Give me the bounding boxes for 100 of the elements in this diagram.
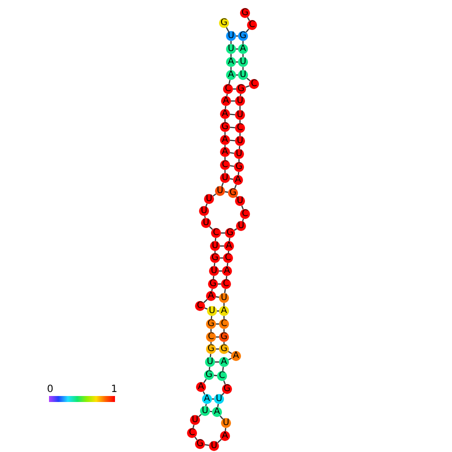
nucleotide-circle: U xyxy=(207,306,217,316)
nucleotide-circle: G xyxy=(225,228,235,238)
nucleotide-circle: U xyxy=(236,221,246,231)
nucleotide-circle: A xyxy=(220,431,230,441)
backbone-line xyxy=(222,392,224,396)
nucleotide-circle: U xyxy=(200,406,210,416)
nucleotide-circle: A xyxy=(212,407,222,417)
nucleotide-circle: C xyxy=(220,160,230,170)
nucleotide-circle: C xyxy=(195,301,205,311)
nucleotide-circle: A xyxy=(224,241,234,251)
nucleotide-circle: G xyxy=(204,370,214,380)
nucleotide-circle: U xyxy=(209,266,219,276)
nucleotide-circle: A xyxy=(202,394,212,404)
nucleotide-circle: G xyxy=(236,84,246,94)
nucleotide-circle: U xyxy=(220,173,230,183)
nucleotide-circle: G xyxy=(210,253,220,263)
nucleotide-circle: U xyxy=(235,96,245,106)
backbone-line xyxy=(220,415,224,420)
nucleotide-circle: U xyxy=(210,241,220,251)
nucleotide-circle: A xyxy=(220,147,230,157)
nucleotide-circle: A xyxy=(220,109,230,119)
nucleotide-circle: C xyxy=(235,123,245,133)
nucleotide-circle: A xyxy=(220,135,230,145)
nucleotide-circle: G xyxy=(240,8,250,18)
base-pair-line xyxy=(230,126,236,128)
nucleotide-circle: U xyxy=(235,136,245,146)
nucleotide-circle: A xyxy=(233,175,243,185)
scale-tick-label: 1 xyxy=(111,384,118,395)
nucleotide-circle: A xyxy=(206,291,216,301)
scale-tick-label: 0 xyxy=(47,384,54,395)
backbone-line xyxy=(194,436,198,440)
base-pair-line xyxy=(230,140,236,142)
nucleotide-circle: A xyxy=(219,357,229,367)
nucleotide-circle: G xyxy=(219,18,229,28)
nucleotide-circle: C xyxy=(223,84,233,94)
backbone-line xyxy=(246,78,251,82)
nucleotide-circle: C xyxy=(221,279,231,289)
nucleotide-circle: A xyxy=(238,44,248,54)
backbone-line xyxy=(236,196,238,198)
nucleotide-circle: U xyxy=(234,149,244,159)
nucleotide-circle: U xyxy=(209,441,219,451)
nucleotide-circle: U xyxy=(238,57,248,67)
nucleotide-circle: U xyxy=(214,394,224,404)
nucleotide-circle: C xyxy=(187,428,197,438)
nucleotide-circle: U xyxy=(199,206,209,216)
base-pair-line xyxy=(230,152,234,154)
nucleotide-circle: U xyxy=(215,186,225,196)
nucleotide-circle: A xyxy=(222,266,232,276)
backbone-line xyxy=(217,404,219,408)
nucleotide-circle: U xyxy=(235,196,245,206)
nucleotide-circle: C xyxy=(206,332,216,342)
nucleotide-circle: C xyxy=(249,79,259,89)
backbone-line xyxy=(222,366,224,372)
nucleotide-circle: G xyxy=(222,384,232,394)
nucleotide-circle: G xyxy=(195,439,205,449)
nucleotide-circle: C xyxy=(223,253,233,263)
base-pair-line xyxy=(224,191,228,193)
nucleotide-circle: A xyxy=(231,351,241,361)
nucleotide-circle: U xyxy=(238,70,248,80)
backbone-line xyxy=(204,444,210,446)
nucleotide-circle: U xyxy=(219,293,229,303)
nucleotide-circle: A xyxy=(219,306,229,316)
nucleotide-circle: C xyxy=(240,209,250,219)
nucleotide-circle: U xyxy=(204,194,214,204)
nucleotide-circle: G xyxy=(219,344,229,354)
nucleotide-circle: A xyxy=(226,57,236,67)
nucleotide-circle: U xyxy=(190,415,200,425)
backbone-line xyxy=(205,203,208,207)
nucleotide-circle: A xyxy=(196,382,206,392)
base-pair-line xyxy=(230,165,234,167)
nucleotide-circle: G xyxy=(206,319,216,329)
nucleotide-circle: G xyxy=(206,344,216,354)
nucleotide-circle: G xyxy=(208,279,218,289)
base-pair-line xyxy=(216,296,220,298)
nucleotide-circle: A xyxy=(226,70,236,80)
nucleotide-circle: C xyxy=(211,228,221,238)
nucleotide-circle: U xyxy=(226,44,236,54)
nucleotide-circle: A xyxy=(221,96,231,106)
nucleotide-circle: U xyxy=(226,31,236,41)
backbone-line xyxy=(228,80,231,84)
backbone-line xyxy=(202,391,206,395)
nucleotide-circle: U xyxy=(201,218,211,228)
nucleotide-circle: C xyxy=(247,20,257,30)
nucleotide-circle: C xyxy=(219,319,229,329)
nucleotide-circle: G xyxy=(238,31,248,41)
nucleotide-circle: G xyxy=(220,122,230,132)
nucleotide-circle: C xyxy=(217,371,227,381)
base-pair-line xyxy=(230,114,236,116)
backbone-line xyxy=(226,27,230,32)
base-pair-line xyxy=(230,178,234,180)
nucleotide-circle: U xyxy=(235,110,245,120)
nucleotide-circle: U xyxy=(205,357,215,367)
nucleotide-circle: G xyxy=(219,332,229,342)
backbone-line xyxy=(192,424,194,428)
nucleotide-circle: G xyxy=(228,188,238,198)
nucleotide-circle: U xyxy=(221,418,231,428)
backbone-line xyxy=(212,193,216,197)
backbone-line xyxy=(224,288,226,294)
backbone-line xyxy=(246,28,250,33)
nucleotide-circle: G xyxy=(234,162,244,172)
